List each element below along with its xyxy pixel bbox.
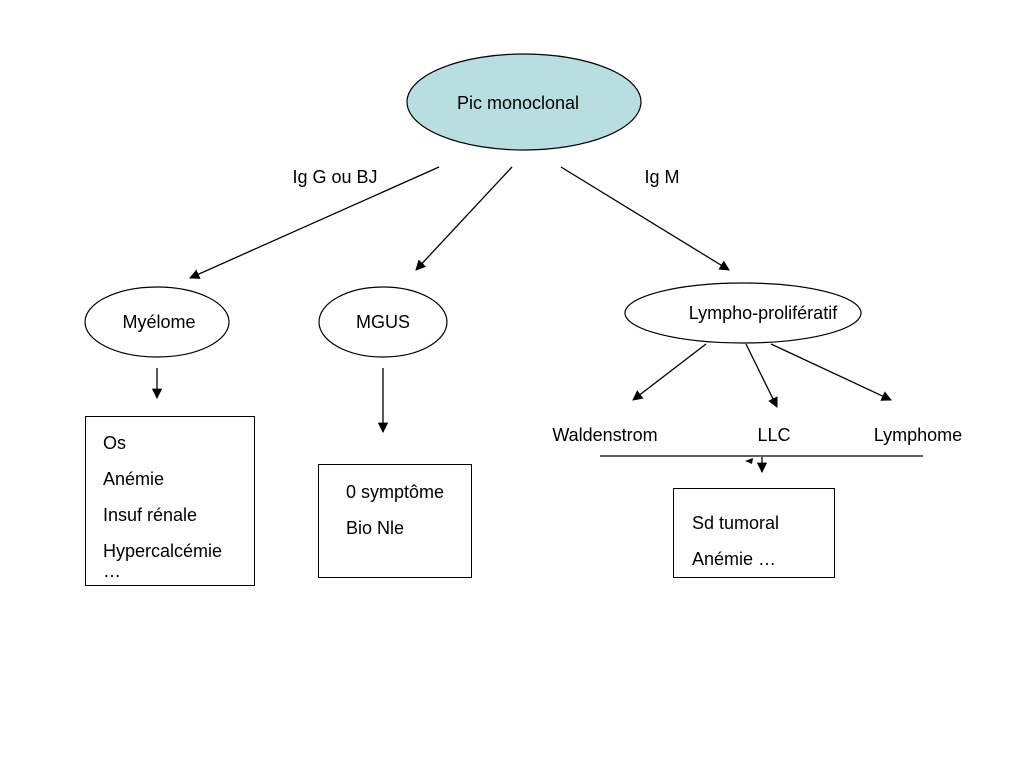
arrow-root-to-myelome xyxy=(189,166,440,279)
arrow-lympho-to-lymphome xyxy=(770,343,892,401)
box-myelome-item: Anémie xyxy=(103,469,165,489)
branch-label-igg-bj: Ig G ou BJ xyxy=(292,167,377,187)
label-llc: LLC xyxy=(757,425,790,445)
small-arrowhead-mark xyxy=(745,458,753,464)
box-mgus-item: Bio Nle xyxy=(346,518,405,538)
node-mgus-label: MGUS xyxy=(356,312,410,332)
node-myelome-label: Myélome xyxy=(122,312,195,332)
arrow-root-to-lympho xyxy=(560,166,730,271)
box-lympho-item: Anémie … xyxy=(692,549,777,569)
arrow-lympho-to-waldenstrom xyxy=(632,343,707,401)
arrow-lympho-to-llc xyxy=(745,343,778,408)
box-mgus-item: 0 symptôme xyxy=(346,482,445,502)
box-myelome-item: Os xyxy=(103,433,127,453)
box-myelome-item: … xyxy=(103,561,121,581)
node-lympho xyxy=(624,282,862,344)
branch-label-igm: Ig M xyxy=(644,167,679,187)
node-mgus xyxy=(318,286,448,358)
box-lympho: Sd tumoral Anémie … xyxy=(673,488,835,578)
root-label: Pic monoclonal xyxy=(457,93,579,113)
arrow-root-to-mgus xyxy=(415,166,513,271)
box-myelome: Os Anémie Insuf rénale Hypercalcémie … xyxy=(85,416,255,586)
root-node xyxy=(406,53,642,151)
box-lympho-item: Sd tumoral xyxy=(692,513,780,533)
node-myelome xyxy=(84,286,230,358)
label-waldenstrom: Waldenstrom xyxy=(552,425,657,445)
box-myelome-item: Insuf rénale xyxy=(103,505,198,525)
box-myelome-item: Hypercalcémie xyxy=(103,541,223,561)
box-mgus: 0 symptôme Bio Nle xyxy=(318,464,472,578)
label-lymphome: Lymphome xyxy=(874,425,962,445)
node-lympho-label: Lympho-prolifératif xyxy=(689,303,838,323)
